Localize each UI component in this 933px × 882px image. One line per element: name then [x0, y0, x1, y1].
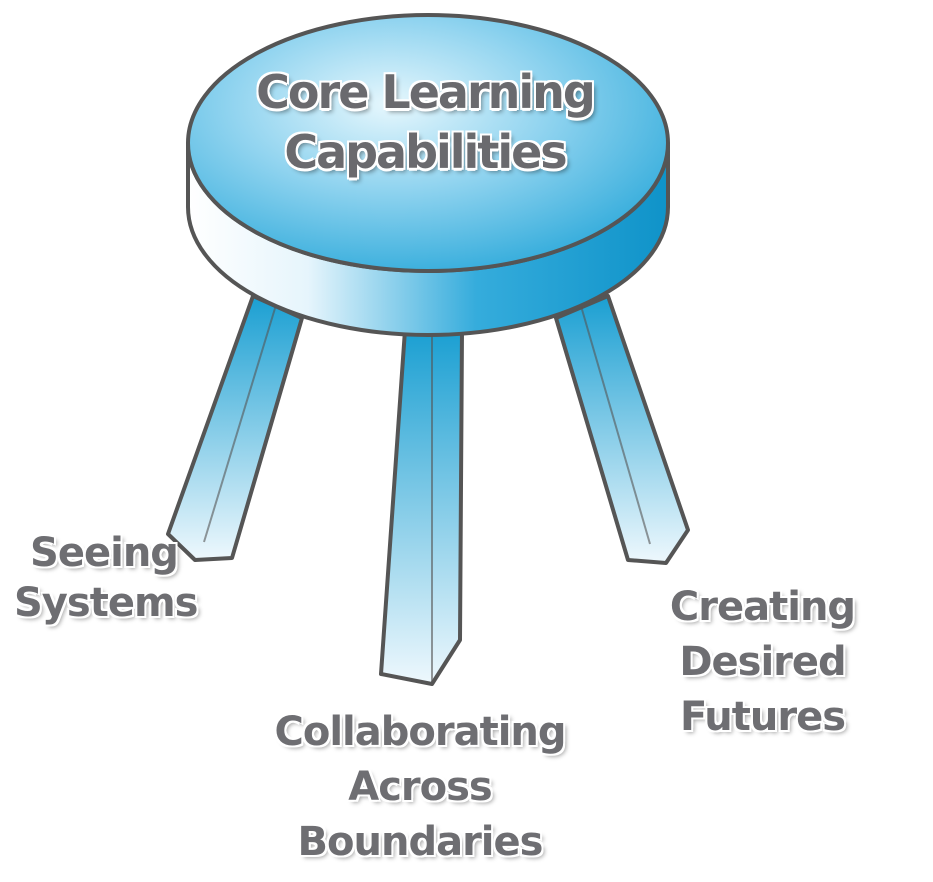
leg-middle — [379, 328, 464, 686]
seat-top — [186, 13, 670, 273]
label-collaborating-line-2: Across — [348, 764, 493, 810]
label-seeing-systems-line-2: Systems — [14, 580, 198, 626]
label-seeing-systems-line-1: Seeing — [30, 530, 179, 576]
label-collaborating-line-3: Boundaries — [297, 819, 544, 865]
seat-title: Core Learning Capabilities — [200, 62, 650, 182]
label-creating-desired-futures: Creating Desired Futures — [590, 580, 933, 745]
label-creating-line-2: Futures — [679, 694, 846, 740]
label-creating-line-1: Creating Desired — [669, 584, 856, 685]
label-collaborating-line-1: Collaborating — [274, 709, 566, 755]
leg-left — [166, 294, 304, 562]
label-collaborating-across-boundaries: Collaborating Across Boundaries — [255, 705, 585, 870]
seat-title-line-2: Capabilities — [284, 125, 567, 179]
leg-right — [554, 294, 690, 565]
label-seeing-systems: Seeing Systems — [14, 528, 198, 628]
seat-title-line-1: Core Learning — [256, 65, 596, 119]
